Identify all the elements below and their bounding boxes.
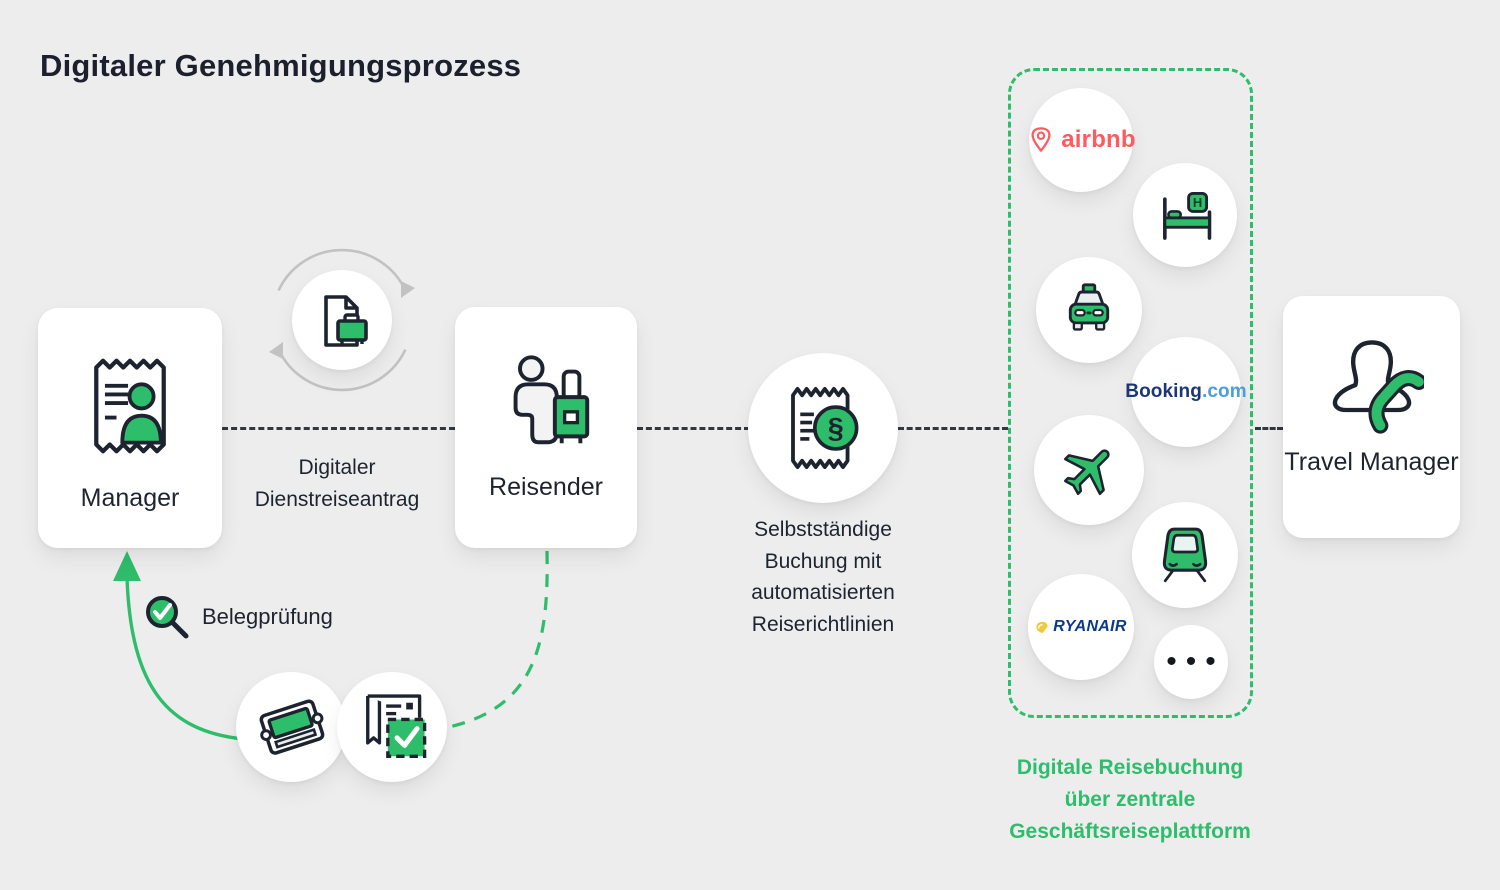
dienstreiseantrag-label: Digitaler Dienstreiseantrag: [254, 456, 420, 511]
travel-request-circle: [292, 270, 392, 370]
magnifier-check-icon: [146, 596, 189, 639]
traveler-suitcase-icon: [513, 355, 590, 445]
more-providers-circle: •••: [1154, 625, 1228, 699]
ticket-icon: [259, 699, 325, 755]
connector-manager-reisender: [222, 427, 455, 430]
ryanair-logo-text: RYANAIR: [1053, 618, 1127, 635]
paragraph-symbol: §: [828, 413, 844, 445]
ryanair-logo-icon: [1036, 621, 1048, 633]
flight-circle: [1034, 415, 1144, 525]
belegpruefung-label: Belegprüfung: [202, 604, 333, 629]
platform-boundary: [1008, 68, 1253, 718]
green-arrowhead: [113, 551, 141, 581]
caption-line: Digitale Reisebuchung: [1016, 756, 1244, 779]
hotel-h-letter: H: [1193, 195, 1202, 210]
node-label: Travel Manager: [1284, 448, 1459, 476]
receipt-paragraph-icon: §: [791, 387, 859, 470]
green-dashed-curve: [448, 550, 549, 729]
platform-caption: Digitale Reisebuchung über zentrale Gesc…: [960, 752, 1300, 848]
connector-booking-platform: [898, 427, 1008, 430]
receipt-approved-circle: [337, 672, 447, 782]
airbnb-logo-text: airbnb: [1061, 126, 1136, 153]
receipt-approved-icon: [366, 694, 427, 758]
document-briefcase-icon: [324, 295, 368, 347]
airbnb-circle: airbnb: [1029, 88, 1136, 192]
train-circle: [1132, 502, 1238, 608]
booking-logo-text: Booking: [1125, 381, 1202, 402]
person-phone-icon: [1332, 340, 1424, 434]
taxi-icon: [1068, 283, 1110, 331]
receipt-person-icon: [94, 358, 166, 454]
node-reisender: Reisender: [455, 307, 637, 548]
booking-com-circle: Booking.com: [1125, 337, 1247, 447]
ryanair-circle: RYANAIR: [1028, 574, 1134, 680]
page-title: Digitaler Genehmigungsprozess: [40, 48, 522, 83]
caption-line: über zentrale: [1064, 787, 1196, 811]
caption-line: Geschäftsreiseplattform: [1009, 819, 1251, 843]
booking-rules-circle: §: [748, 353, 898, 503]
ticket-circle: [236, 672, 346, 782]
node-travel-manager: Travel Manager: [1283, 296, 1460, 538]
train-icon: [1162, 527, 1208, 583]
connector-reisender-booking: [637, 427, 750, 430]
taxi-circle: [1036, 257, 1142, 363]
selbststaendige-buchung-label: Selbstständige Buchung mit automatisiert…: [751, 518, 895, 636]
node-label: Reisender: [489, 473, 603, 501]
connector-platform-travelmanager: [1255, 427, 1283, 430]
node-manager: Manager: [38, 308, 222, 548]
cycle-arrows-icon: [269, 248, 415, 392]
booking-logo-tld: .com: [1201, 381, 1247, 402]
hotel-circle: H: [1133, 163, 1237, 267]
node-label: Manager: [80, 484, 180, 512]
ellipsis-icon: •••: [1166, 645, 1225, 678]
airplane-icon: [1063, 449, 1110, 496]
airbnb-logo-icon: [1031, 127, 1051, 152]
hotel-bed-icon: H: [1163, 191, 1212, 240]
